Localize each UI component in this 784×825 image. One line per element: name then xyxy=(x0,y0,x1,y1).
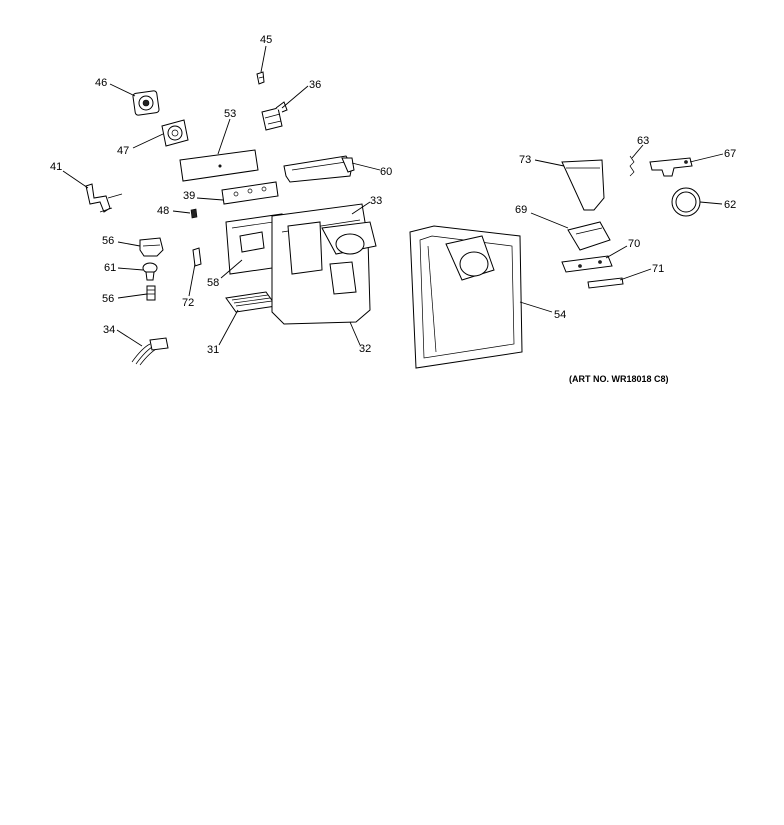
callout-72: 72 xyxy=(182,297,194,309)
callout-47: 47 xyxy=(117,145,129,157)
callout-73: 73 xyxy=(519,154,531,166)
callout-60: 60 xyxy=(380,166,392,178)
callout-41: 41 xyxy=(50,161,62,173)
part-53-cover-plate xyxy=(179,149,259,182)
callout-58: 58 xyxy=(207,277,219,289)
part-34-wire-harness xyxy=(131,337,169,366)
part-31-drip-tray xyxy=(225,291,277,313)
callout-34: 34 xyxy=(103,324,115,336)
part-54-door-frame xyxy=(409,225,523,369)
callout-56-socket: 56 xyxy=(102,293,114,305)
part-33-funnel xyxy=(321,221,377,295)
part-71-pin xyxy=(587,277,624,289)
callout-63: 63 xyxy=(637,135,649,147)
callout-31: 31 xyxy=(207,344,219,356)
callout-32: 32 xyxy=(359,343,371,355)
part-72-clip xyxy=(192,247,202,267)
part-56-socket xyxy=(146,285,156,301)
part-73-chute xyxy=(561,159,605,211)
callout-39: 39 xyxy=(183,190,195,202)
callout-56-connector: 56 xyxy=(102,235,114,247)
callout-70: 70 xyxy=(628,238,640,250)
part-48-screw xyxy=(190,208,198,219)
callout-33: 33 xyxy=(370,195,382,207)
callout-61: 61 xyxy=(104,262,116,274)
callout-67: 67 xyxy=(724,148,736,160)
leader-lines xyxy=(62,45,724,347)
part-61-bulb xyxy=(142,262,158,281)
part-32-dispenser-body xyxy=(271,203,371,325)
part-45-clip xyxy=(256,71,265,85)
callout-71: 71 xyxy=(652,263,664,275)
part-39-control-board xyxy=(221,181,279,205)
callout-45: 45 xyxy=(260,34,272,46)
callout-69: 69 xyxy=(515,204,527,216)
part-70-lever xyxy=(561,255,613,273)
callout-labels: 45 46 36 53 47 41 60 39 33 48 56 61 56 7… xyxy=(50,34,736,356)
part-47-housing xyxy=(161,119,189,147)
part-36-switch xyxy=(261,101,288,131)
part-69-actuator xyxy=(567,221,611,251)
callout-54: 54 xyxy=(554,309,566,321)
part-60-trim xyxy=(283,155,355,183)
part-46-knob xyxy=(132,90,160,116)
callout-36: 36 xyxy=(309,79,321,91)
callout-62: 62 xyxy=(724,199,736,211)
part-41-bracket xyxy=(85,183,123,213)
art-number: (ART NO. WR18018 C8) xyxy=(569,374,669,384)
part-62-ring xyxy=(671,187,701,217)
callout-53: 53 xyxy=(224,108,236,120)
callout-48: 48 xyxy=(157,205,169,217)
part-56-connector xyxy=(139,237,164,257)
part-67-bracket xyxy=(649,157,693,177)
callout-46: 46 xyxy=(95,77,107,89)
part-63-spring xyxy=(629,155,635,177)
